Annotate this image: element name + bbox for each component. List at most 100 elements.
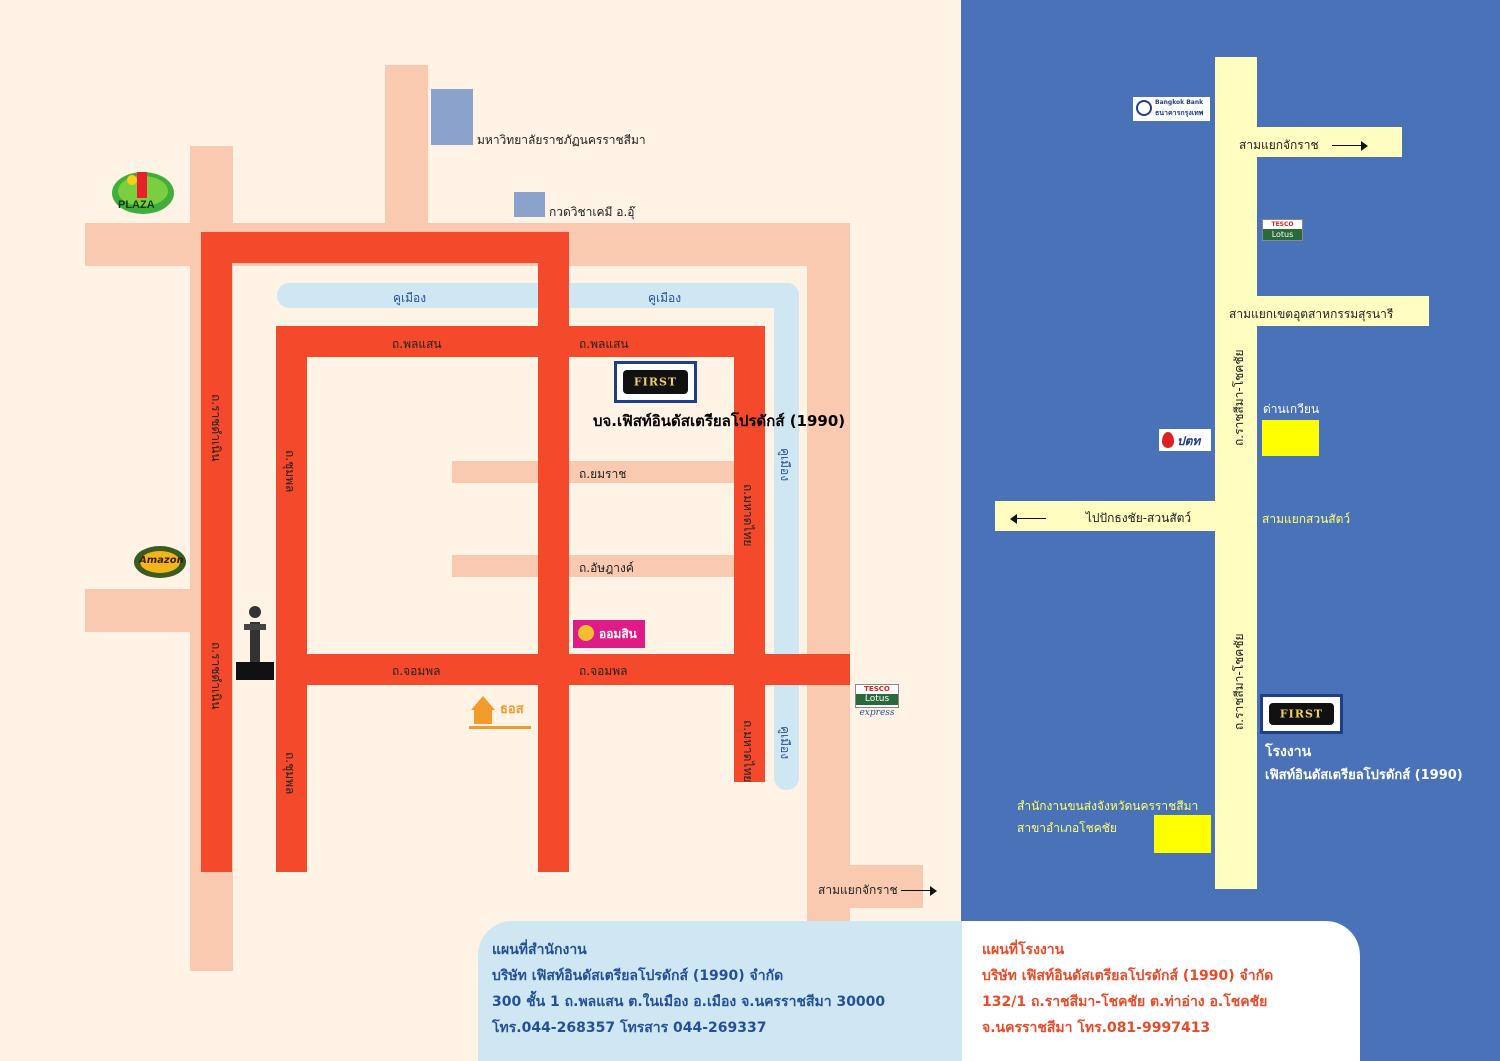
transport-marker xyxy=(1154,815,1211,853)
office-title: แผนที่สำนักงาน xyxy=(492,942,587,958)
phonlasaen-label-1: ถ.พลแสน xyxy=(392,337,442,351)
arrow-right-icon xyxy=(1332,140,1369,151)
road-chakkarat-branch xyxy=(807,865,923,908)
moat-label-2: คูเมือง xyxy=(648,291,682,305)
arrow-right-icon xyxy=(901,885,938,896)
gsb-text: ออมสิน xyxy=(599,627,637,641)
road-yommarat xyxy=(452,461,734,483)
tesco-text: TESCO xyxy=(1271,221,1294,228)
moat-label-3: คูเมือง xyxy=(778,448,792,482)
chakkarat-label-right: สามแยกจักราช xyxy=(1239,136,1369,155)
moat-right xyxy=(774,283,799,790)
ptt-text: ปตท xyxy=(1177,434,1201,448)
road-industrial-branch xyxy=(1215,296,1429,326)
amazon-text: Amazon xyxy=(139,555,184,566)
amazon-icon xyxy=(134,546,186,578)
tutor-marker xyxy=(514,192,545,217)
road-aunyang xyxy=(452,555,734,577)
bangkok-bank-icon xyxy=(1136,100,1152,116)
chumphon-label-1: ถ.ชุมพล xyxy=(283,450,297,493)
road-ratchadamnoen-north xyxy=(385,65,428,235)
factory-info-address: 132/1 ถ.ราชสีมา-โชคชัย ต.ท่าอ่าง อ.โชคชั… xyxy=(982,994,1268,1010)
gsb-logo: ออมสิน xyxy=(573,620,645,648)
lotus-express-lotus: Lotus xyxy=(856,694,898,705)
moat-label-1: คูเมือง xyxy=(393,291,427,305)
road-chumphon xyxy=(276,326,307,872)
road-phonlasaen xyxy=(276,326,765,357)
chumphon-label-2: ถ.ชุมพล xyxy=(283,752,297,795)
office-address: 300 ชั้น 1 ถ.พลแสน ต.ในเมือง อ.เมือง จ.น… xyxy=(492,994,886,1010)
factory-info-phone: จ.นครราชสีมา โทร.081-9997413 xyxy=(982,1020,1211,1036)
tesco-lotus-logo: TESCO Lotus xyxy=(1262,219,1303,241)
transport-label-2: สาขาอำเภอโชคชัย xyxy=(1017,821,1117,835)
ratchadamnoen-label-2: ถ.ราชดำเนิน xyxy=(209,642,223,710)
it-plaza-text: PLAZA xyxy=(118,199,155,211)
road-crossing-moat xyxy=(538,283,569,308)
first-logo-text: FIRST xyxy=(633,375,678,389)
lotus-express-tesco: TESCO xyxy=(864,685,890,693)
it-plaza-logo: PLAZA xyxy=(110,166,176,216)
ghbank-text: ธอส xyxy=(500,702,524,717)
mahadthai-label-2: ถ.มหาดไทย xyxy=(741,720,755,783)
road-pakthongchai-branch xyxy=(995,501,1257,531)
ptt-flame-icon xyxy=(1162,432,1174,448)
phonlasaen-label-2: ถ.พลแสน xyxy=(579,337,629,351)
road-ratchasima-chokchai xyxy=(1215,57,1257,889)
factory-info-title: แผนที่โรงงาน xyxy=(982,942,1065,958)
chomphon-label-2: ถ.จอมพล xyxy=(579,664,628,678)
office-phone: โทร.044-268357 โทรสาร 044-269337 xyxy=(492,1020,767,1036)
moat-label-4: คูเมือง xyxy=(778,726,792,760)
aunyang-label: ถ.อัษฎางค์ xyxy=(579,561,634,575)
bangkok-bank-logo: Bangkok Bank ธนาคารกรุงเทพ xyxy=(1133,97,1210,121)
office-company: บริษัท เฟิสท์อินดัสเตรียลโปรดักส์ (1990)… xyxy=(492,968,784,984)
road-right-vertical xyxy=(807,223,850,921)
zoo-junction-label: สามแยกสวนสัตว์ xyxy=(1262,512,1351,526)
statue-icon xyxy=(236,600,274,680)
chakkarat-label-left: สามแยกจักราช xyxy=(818,881,938,900)
dan-kwian-label: ด่านเกวียน xyxy=(1263,402,1320,416)
office-info: แผนที่สำนักงาน บริษัท เฟิสท์อินดัสเตรียล… xyxy=(478,921,962,1061)
yommarat-label: ถ.ยมราช xyxy=(579,467,627,481)
chomphon-label-1: ถ.จอมพล xyxy=(392,664,441,678)
chakkarat-text: สามแยกจักราช xyxy=(818,883,898,897)
road-main-top xyxy=(201,232,569,263)
factory-name: เฟิสท์อินดัสเตรียลโปรดักส์ (1990) xyxy=(1265,768,1463,783)
transport-label-1: สำนักงานขนส่งจังหวัดนครราชสีมา xyxy=(1017,799,1199,813)
lotus-text: Lotus xyxy=(1263,229,1302,240)
gsb-emblem-icon xyxy=(578,625,594,641)
industrial-label: สามแยกเขตอุตสาหกรรมสุรนารี xyxy=(1229,307,1394,321)
mahadthai-label-1: ถ.มหาดไทย xyxy=(741,484,755,547)
pakthongchai-text: ไปปักธงชัย-สวนสัตว์ xyxy=(1085,511,1192,525)
ratchadamnoen-label-1: ถ.ราชดำเนิน xyxy=(209,394,223,462)
road-chakkarat-branch-right xyxy=(1215,127,1402,157)
university-marker xyxy=(431,89,473,145)
dan-kwian-marker xyxy=(1262,420,1319,456)
bangkok-bank-en: Bangkok Bank xyxy=(1155,99,1204,106)
road-mahadthai-right xyxy=(734,326,765,782)
factory-info: แผนที่โรงงาน บริษัท เฟิสท์อินดัสเตรียลโป… xyxy=(962,921,1360,1061)
lotus-express-logo: TESCO Lotus express xyxy=(855,684,899,718)
road-left-branch xyxy=(85,589,195,632)
lotus-express-express: express xyxy=(859,708,895,718)
arrow-left-icon xyxy=(1010,513,1074,524)
amazon-logo: Amazon xyxy=(133,542,188,580)
ptt-logo: ปตท xyxy=(1159,429,1211,451)
company-label: บจ.เฟิสท์อินดัสเตรียลโปรดักส์ (1990) xyxy=(593,412,846,430)
it-plaza-icon xyxy=(112,172,174,214)
info-box: แผนที่สำนักงาน บริษัท เฟิสท์อินดัสเตรียล… xyxy=(478,921,1360,1061)
ghbank-logo: ธอส xyxy=(469,690,531,732)
main-road-label-2: ถ.ราชสีมา-โชคชัย xyxy=(1232,633,1246,730)
ghbank-house-icon xyxy=(469,696,531,729)
first-logo-factory-text: FIRST xyxy=(1279,707,1324,721)
factory-info-company: บริษัท เฟิสท์อินดัสเตรียลโปรดักส์ (1990)… xyxy=(982,968,1274,984)
chakkarat-text-right: สามแยกจักราช xyxy=(1239,138,1319,152)
university-label: มหาวิทยาลัยราชภัฏนครราชสีมา xyxy=(477,133,646,147)
tutor-label: กวดวิชาเคมี อ.อุ๊ xyxy=(549,205,635,219)
factory-title: โรงงาน xyxy=(1265,744,1312,760)
main-road-label-1: ถ.ราชสีมา-โชคชัย xyxy=(1232,349,1246,446)
road-chomphon xyxy=(276,654,850,685)
bangkok-bank-th: ธนาคารกรุงเทพ xyxy=(1155,109,1204,117)
road-main-left xyxy=(201,232,232,872)
first-logo-factory: FIRST xyxy=(1260,694,1343,734)
first-logo-office: FIRST xyxy=(614,361,697,403)
